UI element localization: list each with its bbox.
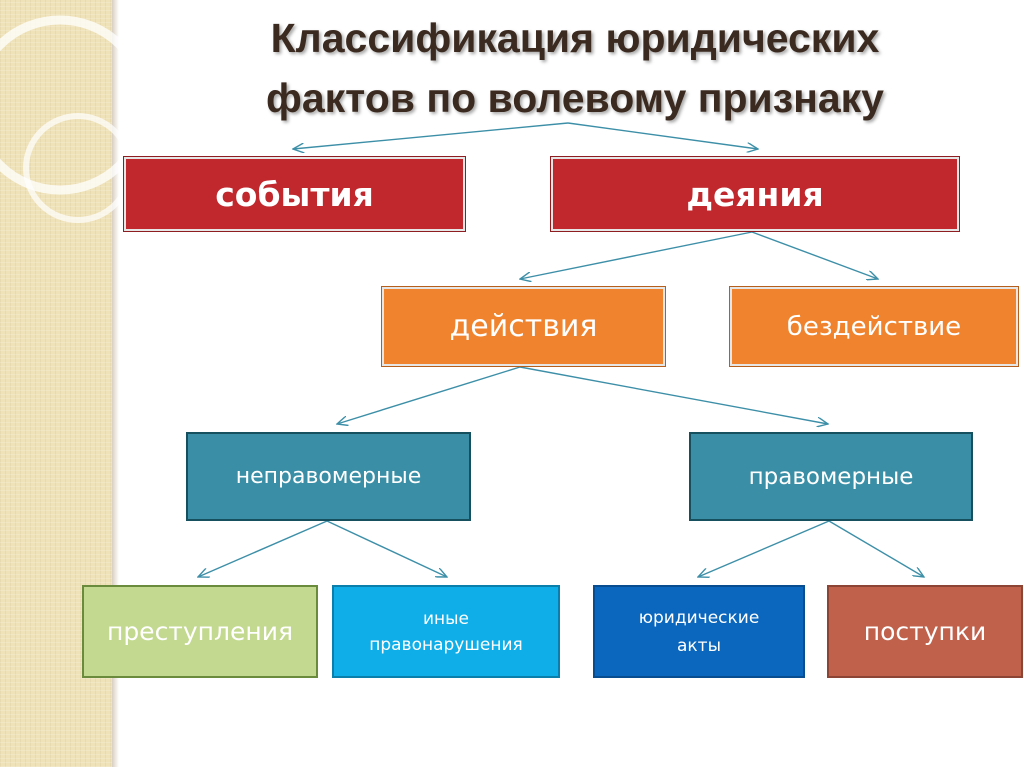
node-inaction: бездействие bbox=[730, 287, 1018, 366]
title-line-1: Классификация юридических bbox=[270, 15, 880, 61]
arrow-lawful-acts bbox=[698, 520, 830, 577]
arrow-deeds-actions bbox=[520, 231, 753, 279]
node-events: события bbox=[124, 157, 465, 231]
node-legal-acts-line2: акты bbox=[676, 635, 721, 656]
node-unlawful-label: неправомерные bbox=[235, 464, 422, 489]
arrow-lawful-deeds bbox=[828, 520, 924, 577]
node-actions-label: действия bbox=[449, 309, 598, 344]
arrow-root-events bbox=[293, 122, 569, 149]
decorative-band bbox=[0, 0, 112, 767]
node-crimes: преступления bbox=[82, 585, 318, 678]
arrow-deeds-inaction bbox=[751, 231, 878, 279]
node-other-offenses: иные правонарушения bbox=[332, 585, 560, 678]
node-crimes-label: преступления bbox=[106, 617, 294, 646]
page-title: Классификация юридических фактов по воле… bbox=[150, 8, 1000, 128]
node-deeds-acts-label: поступки bbox=[863, 617, 987, 646]
arrow-unlawful-other bbox=[326, 520, 447, 577]
node-deeds: деяния bbox=[551, 157, 959, 231]
node-events-label: события bbox=[215, 174, 374, 214]
node-deeds-label: деяния bbox=[686, 174, 824, 214]
node-legal-acts-line1: юридические bbox=[638, 607, 760, 628]
node-legal-acts: юридические акты bbox=[593, 585, 805, 678]
node-inaction-label: бездействие bbox=[786, 311, 962, 342]
node-other-offenses-line1: иные bbox=[422, 608, 470, 629]
arrow-root-deeds bbox=[567, 122, 758, 149]
node-unlawful: неправомерные bbox=[186, 432, 471, 521]
node-other-offenses-line2: правонарушения bbox=[369, 634, 523, 655]
node-lawful-label: правомерные bbox=[748, 463, 914, 490]
node-deeds-acts: поступки bbox=[827, 585, 1023, 678]
arrow-actions-lawful bbox=[519, 366, 828, 424]
node-lawful: правомерные bbox=[689, 432, 973, 521]
arrow-unlawful-crimes bbox=[198, 520, 328, 577]
title-line-2: фактов по волевому признаку bbox=[265, 75, 884, 121]
arrow-actions-unlawful bbox=[337, 366, 521, 424]
band-shadow bbox=[112, 0, 119, 767]
node-actions: действия bbox=[382, 287, 665, 366]
